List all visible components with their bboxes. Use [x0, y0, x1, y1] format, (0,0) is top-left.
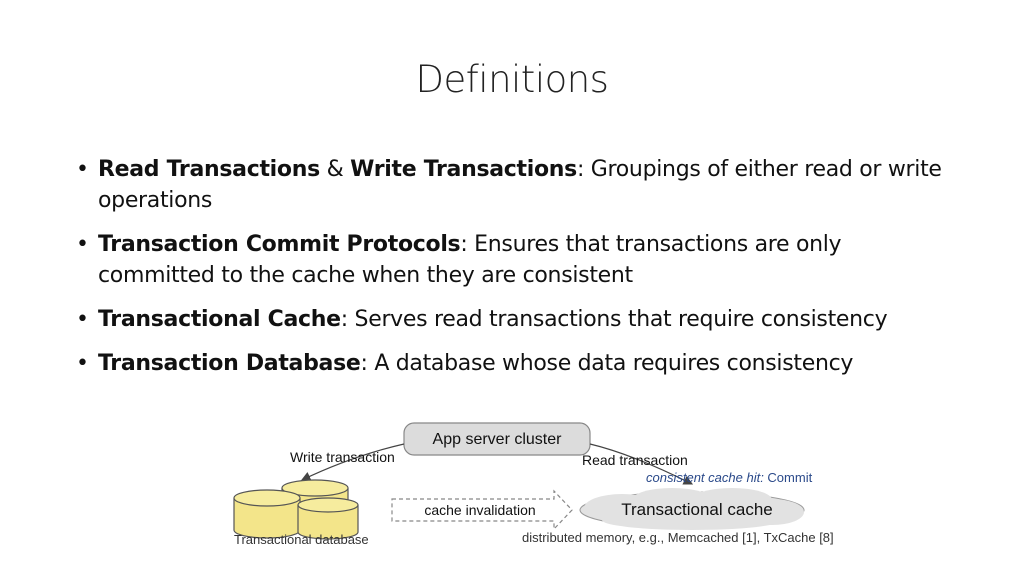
architecture-diagram: App server cluster Write transaction Rea…: [233, 422, 834, 547]
write-transaction-label: Write transaction: [290, 449, 395, 465]
transactional-cache-cloud: Transactional cache: [579, 488, 805, 530]
bullet-dot-icon: •: [76, 351, 89, 376]
bullet-term: Write Transactions: [350, 157, 577, 182]
transactional-database-icon: [233, 479, 359, 540]
bullet-definition: : Groupings of either read or write oper…: [98, 157, 942, 213]
bullet-definition: : Ensures that transactions are only com…: [98, 232, 842, 288]
bullet-term: Transaction Database: [98, 351, 361, 376]
cache-hit-prefix: consistent: [646, 470, 706, 485]
distributed-memory-label: distributed memory, e.g., Memcached [1],…: [522, 530, 834, 545]
transactional-cache-label: Transactional cache: [621, 500, 773, 519]
transactional-database-label: Transactional database: [234, 532, 369, 547]
cache-invalidation-label: cache invalidation: [424, 502, 535, 518]
bullet-term: Transactional Cache: [98, 307, 341, 332]
bullet-dot-icon: •: [76, 157, 89, 182]
bullet-item: • Read Transactions & Write Transactions:…: [76, 154, 956, 216]
cache-hit-middle: cache hit:: [705, 470, 768, 485]
bullet-dot-icon: •: [76, 307, 89, 332]
app-server-label: App server cluster: [433, 431, 563, 448]
read-transaction-label: Read transaction: [582, 452, 688, 468]
write-transaction-arrow: [300, 443, 405, 481]
app-server-cluster: App server cluster: [403, 422, 591, 456]
bullet-item: • Transaction Commit Protocols: Ensures t…: [76, 229, 956, 291]
cache-hit-suffix: Commit: [767, 470, 812, 485]
bullet-dot-icon: •: [76, 232, 89, 257]
bullet-list: • Read Transactions & Write Transactions:…: [76, 154, 956, 392]
bullet-item: • Transactional Cache: Serves read transa…: [76, 304, 956, 335]
slide-title: Definitions: [415, 58, 609, 101]
bullet-definition: : Serves read transactions that require …: [340, 307, 888, 332]
cache-hit-label: consistent cache hit: Commit: [646, 470, 813, 485]
bullet-item: • Transaction Database: A database whose …: [76, 348, 956, 379]
bullet-definition: : A database whose data requires consist…: [360, 351, 854, 376]
bullet-term: Read Transactions: [98, 157, 320, 182]
cache-invalidation-arrow: cache invalidation: [391, 489, 573, 531]
read-transaction-arrow: [589, 443, 694, 485]
bullet-term: Transaction Commit Protocols: [98, 232, 461, 257]
bullet-joiner: &: [319, 157, 351, 182]
